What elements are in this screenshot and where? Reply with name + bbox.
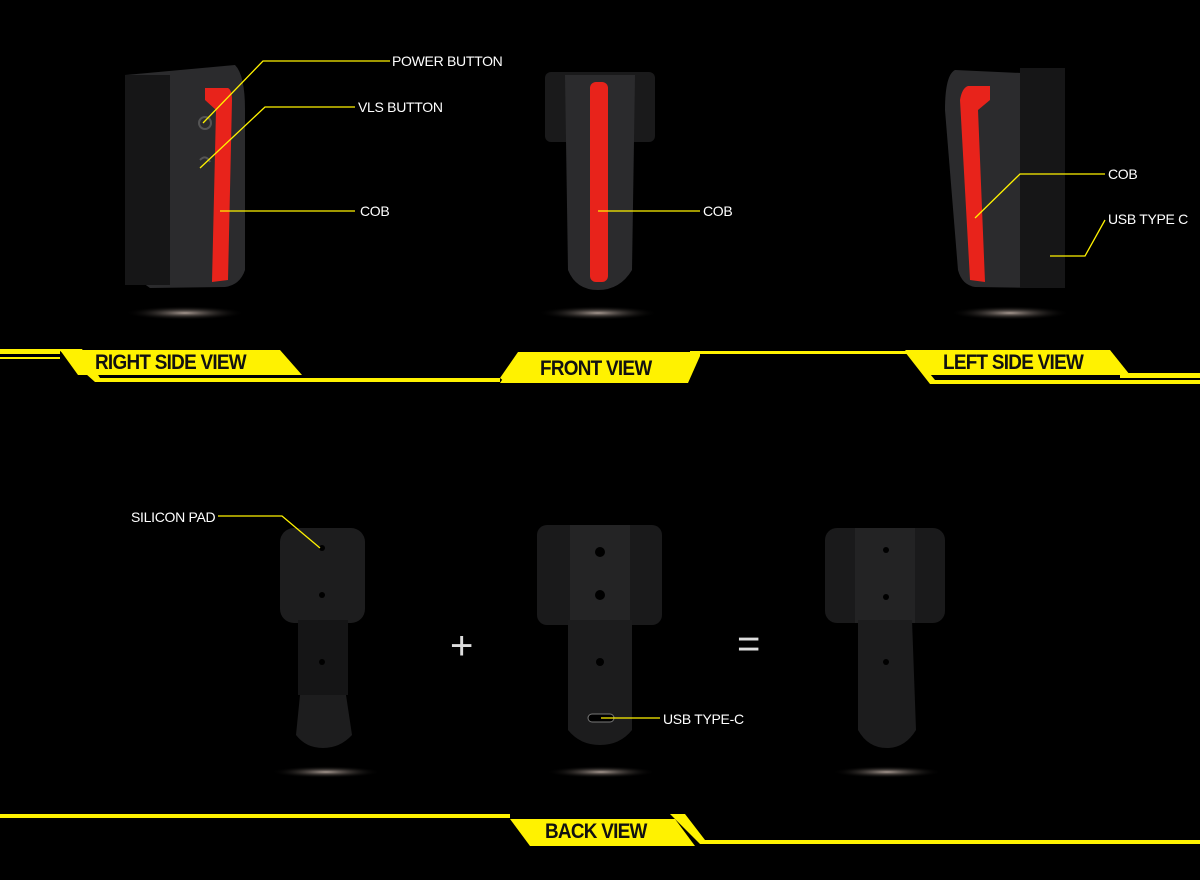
callout-cob-right: COB xyxy=(360,203,390,219)
floor-shadows xyxy=(125,306,1070,778)
front-view-title: FRONT VIEW xyxy=(540,357,652,380)
callout-cob-left: COB xyxy=(1108,166,1138,182)
back-view-title: BACK VIEW xyxy=(545,820,647,843)
top-banner-shape xyxy=(0,349,1200,384)
callout-usb-type-c-back: USB TYPE-C xyxy=(663,711,744,727)
callout-silicon-pad: SILICON PAD xyxy=(131,509,216,525)
callout-cob-front: COB xyxy=(703,203,733,219)
bottom-banner-shape xyxy=(0,814,1200,846)
right-side-view-title: RIGHT SIDE VIEW xyxy=(95,351,247,374)
front-light xyxy=(545,72,655,290)
equals-sign: = xyxy=(737,622,761,666)
callout-lines xyxy=(199,60,1106,719)
left-side-light xyxy=(945,68,1065,288)
callout-usb-type-c: USB TYPE C xyxy=(1108,211,1188,227)
callout-power-button: POWER BUTTON xyxy=(392,53,503,69)
silicon-pad xyxy=(280,528,365,748)
plus-sign: + xyxy=(450,624,474,668)
right-side-light xyxy=(125,65,245,288)
callout-vls-button: VLS BUTTON xyxy=(358,99,443,115)
back-mount xyxy=(537,525,662,745)
left-side-view-title: LEFT SIDE VIEW xyxy=(943,351,1084,374)
assembled-back xyxy=(825,528,945,748)
